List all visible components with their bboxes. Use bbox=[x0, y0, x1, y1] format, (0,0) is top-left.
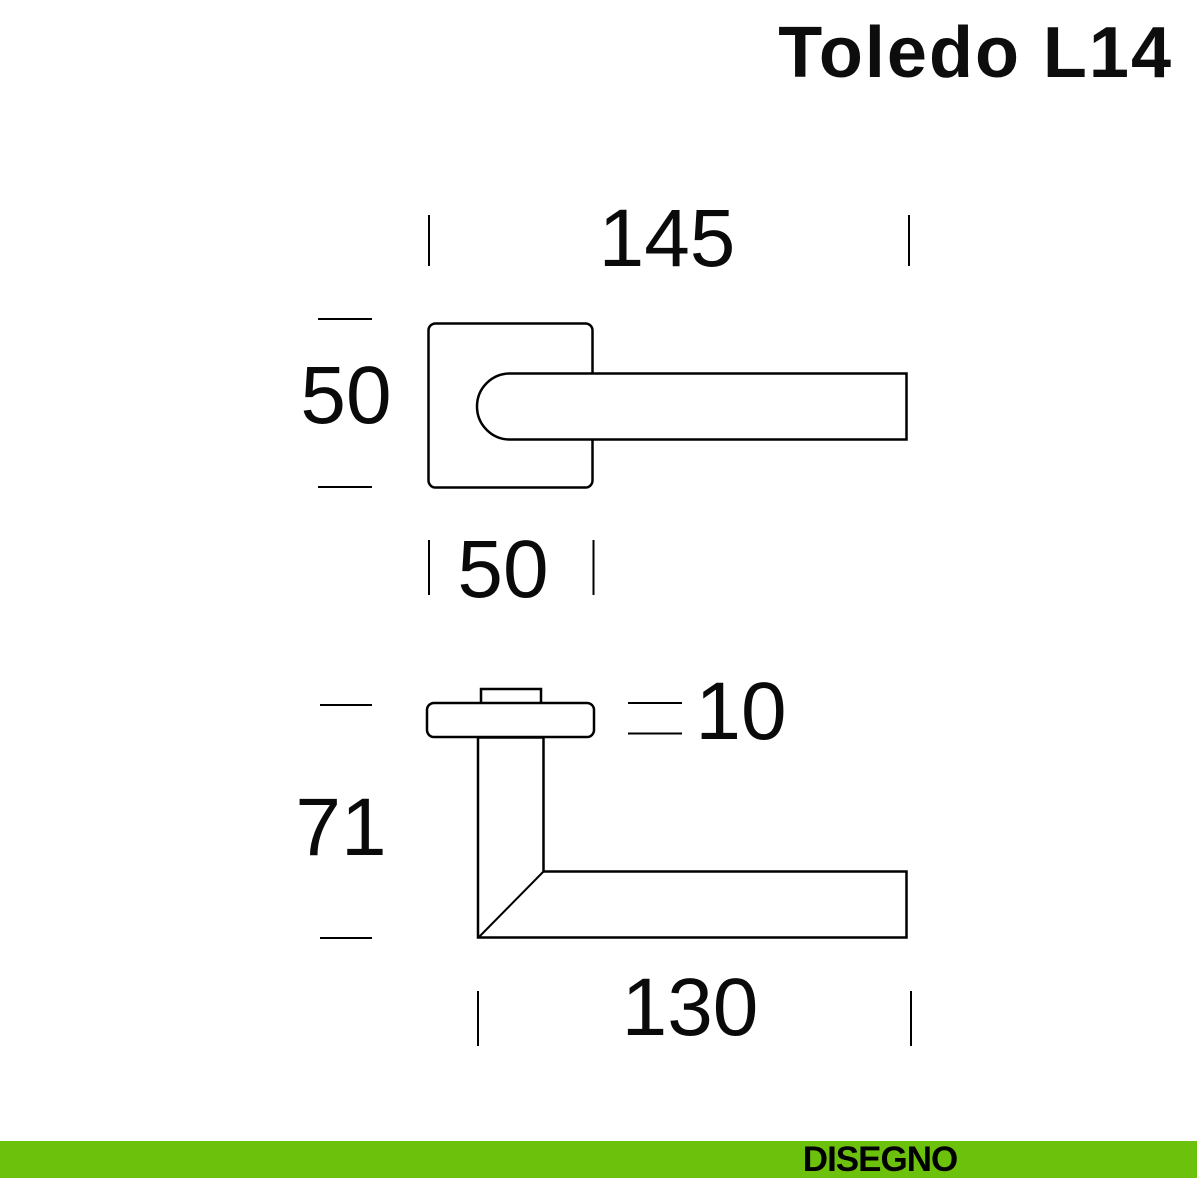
dimension-rose-thickness: 10 bbox=[695, 666, 787, 757]
front-dimension-ticks bbox=[318, 215, 910, 595]
side-rose-disc bbox=[425, 701, 596, 739]
side-spindle bbox=[479, 687, 543, 705]
footer-brand-label: DISEGNO bbox=[802, 1140, 958, 1179]
dimension-rose-width: 50 bbox=[457, 524, 549, 615]
front-lever bbox=[475, 372, 908, 441]
footer-bar: DISEGNO bbox=[0, 1141, 1197, 1178]
dimension-projection: 71 bbox=[295, 782, 387, 873]
side-dimension-ticks bbox=[320, 702, 912, 1046]
dimension-total-length: 145 bbox=[598, 193, 736, 284]
side-lever-miter-line bbox=[477, 870, 545, 939]
dimension-rose-height: 50 bbox=[300, 350, 392, 441]
product-title: Toledo L14 bbox=[778, 13, 1173, 93]
dimension-lever-length: 130 bbox=[621, 962, 759, 1053]
side-lever bbox=[476, 736, 908, 939]
